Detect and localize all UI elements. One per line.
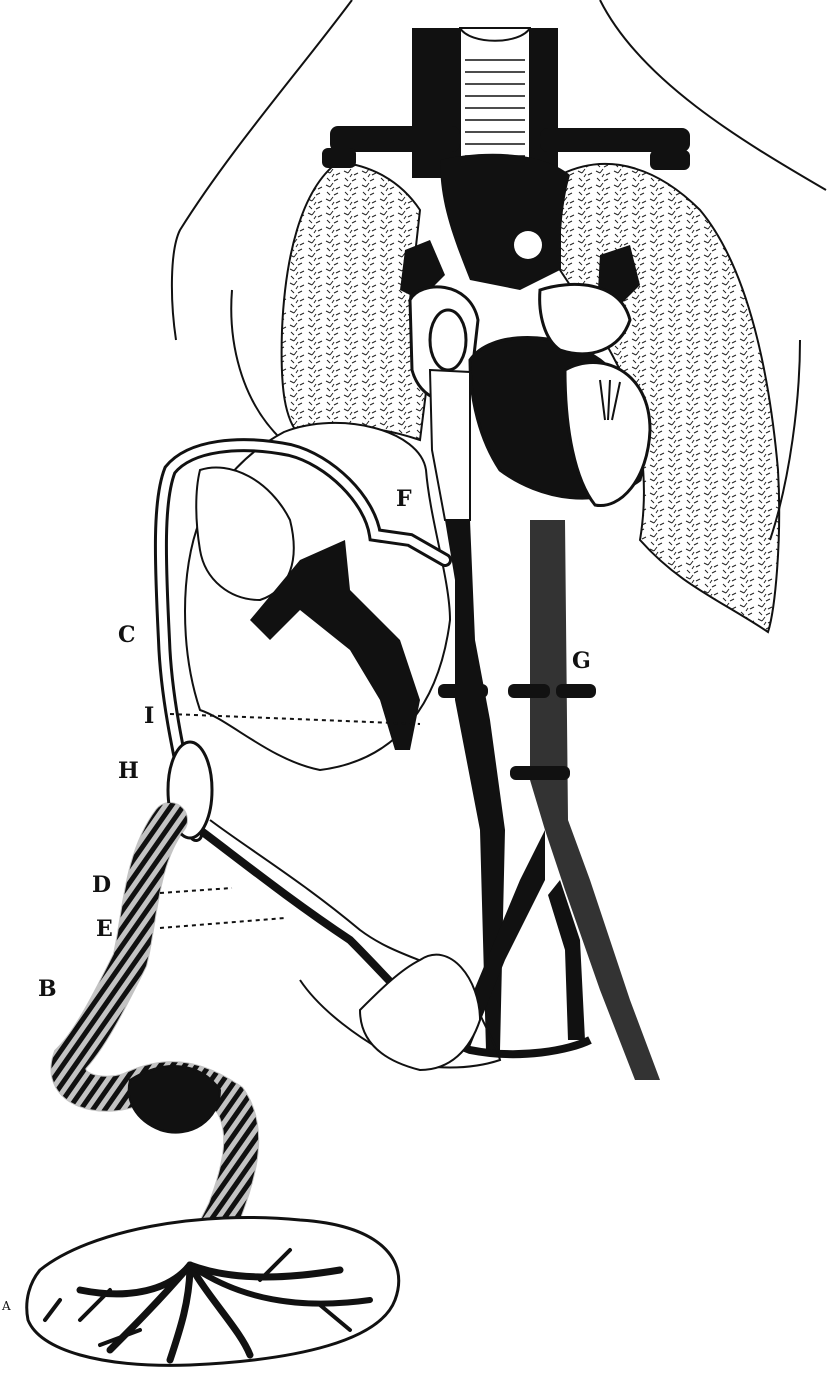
right-lung	[282, 162, 430, 440]
cord-knot	[129, 1066, 220, 1133]
label-c: C	[118, 624, 136, 646]
label-a: A	[2, 1300, 11, 1312]
label-f: F	[396, 488, 412, 510]
label-h: H	[118, 760, 139, 782]
label-b: B	[38, 978, 57, 1000]
descending-aorta	[530, 520, 660, 1080]
label-e: E	[96, 918, 113, 940]
ivc-upper	[430, 370, 470, 520]
aortic-opening	[514, 231, 542, 259]
trachea	[460, 28, 530, 175]
label-g: G	[572, 650, 591, 672]
label-d: D	[92, 874, 111, 896]
label-i: I	[144, 705, 154, 727]
